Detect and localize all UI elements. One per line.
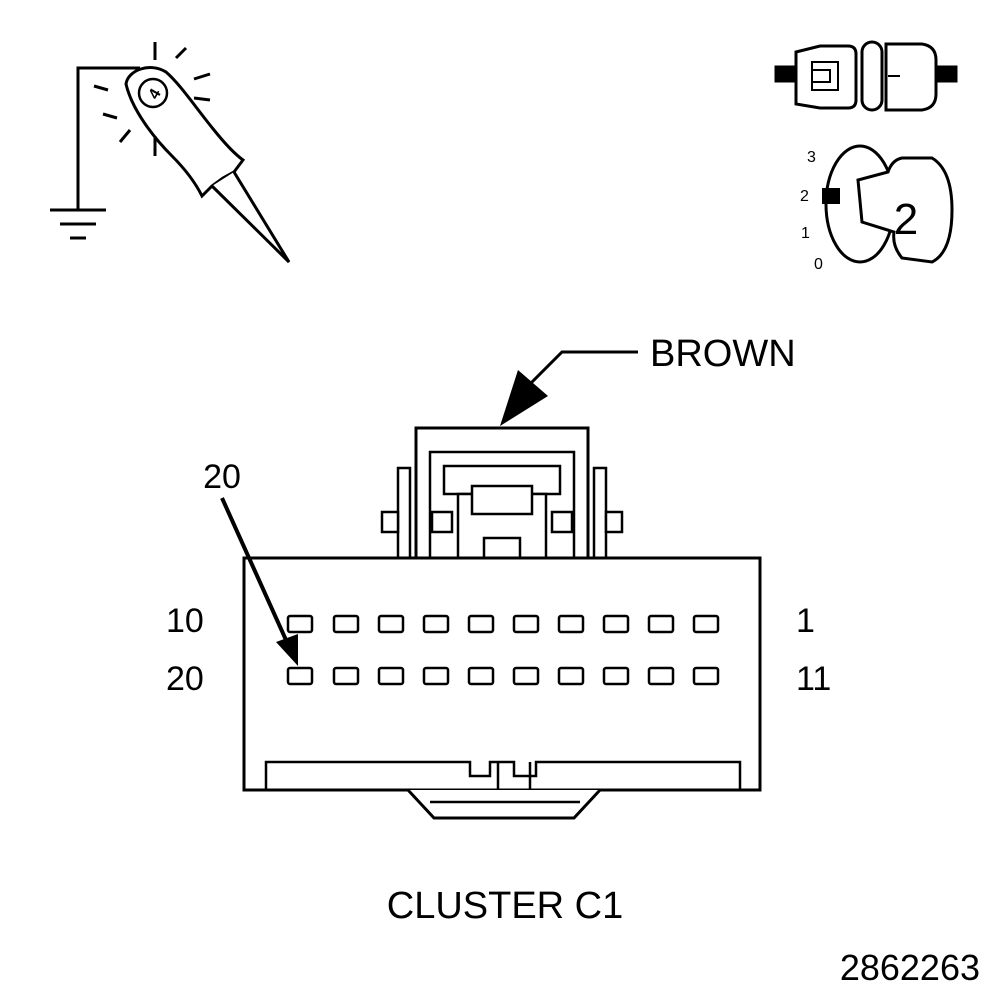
ignition-position-3: 3 xyxy=(807,149,816,166)
row2-left-pin-label: 20 xyxy=(166,660,204,698)
connector-body xyxy=(242,426,762,820)
pin-cavity-1 xyxy=(692,614,720,634)
pin-cavity-5 xyxy=(512,614,540,634)
pin-cavity-4 xyxy=(557,614,585,634)
pin-callout-arrow: 20 xyxy=(203,458,298,666)
pin-cavity-16 xyxy=(467,666,495,686)
figure-number: 2862263 xyxy=(840,947,980,988)
connector-color-label: BROWN xyxy=(650,333,796,375)
color-callout: BROWN xyxy=(500,333,796,426)
pin-cavity-3 xyxy=(602,614,630,634)
connector-name: CLUSTER C1 xyxy=(387,885,624,927)
ignition-key-label: 2 xyxy=(894,195,918,244)
pin-cavity-8 xyxy=(377,614,405,634)
row1-left-pin-label: 10 xyxy=(166,602,204,640)
pin-cavity-6 xyxy=(467,614,495,634)
pin-cavity-2 xyxy=(647,614,675,634)
ignition-switch-icon: 3 2 1 0 2 xyxy=(800,144,954,273)
disconnected-connector-icon xyxy=(774,40,958,112)
pin-cavity-11 xyxy=(692,666,720,686)
pin-cavity-15 xyxy=(512,666,540,686)
test-light-probe-icon: 4 xyxy=(76,42,291,264)
ignition-position-0: 0 xyxy=(814,256,823,273)
row1-right-pin-label: 1 xyxy=(796,602,815,640)
ignition-position-1: 1 xyxy=(801,225,810,242)
pin-cavity-20 xyxy=(286,666,314,686)
pin-cavity-9 xyxy=(332,614,360,634)
pin-callout-label: 20 xyxy=(203,458,241,496)
ignition-indicator-mark xyxy=(822,188,840,204)
row2-right-pin-label: 11 xyxy=(796,660,831,698)
pin-cavity-19 xyxy=(332,666,360,686)
ignition-position-2: 2 xyxy=(800,188,809,205)
pin-cavity-10 xyxy=(286,614,314,634)
pin-cavity-17 xyxy=(422,666,450,686)
pin-cavity-18 xyxy=(377,666,405,686)
pin-cavity-7 xyxy=(422,614,450,634)
pin-cavity-12 xyxy=(647,666,675,686)
pin-cavity-14 xyxy=(557,666,585,686)
pin-cavities xyxy=(286,614,720,686)
pin-cavity-13 xyxy=(602,666,630,686)
ground-symbol-icon xyxy=(50,208,106,240)
